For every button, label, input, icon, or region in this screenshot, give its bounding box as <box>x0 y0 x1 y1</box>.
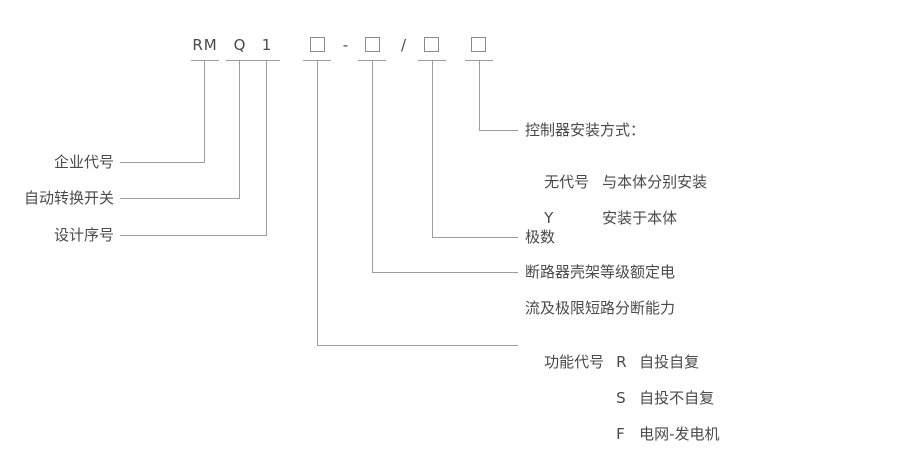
connector-horizontal-enterprise <box>120 162 205 163</box>
placeholder-box-breaker <box>365 37 380 52</box>
label-breaker-frame-line1: 断路器壳架等级额定电 <box>525 263 676 281</box>
underline-box-poles <box>418 60 446 61</box>
placeholder-box-controller <box>471 37 486 52</box>
controller-option-code-none: 无代号 <box>544 173 590 191</box>
label-poles: 极数 <box>525 228 556 246</box>
connector-vertical-function <box>317 61 318 345</box>
controller-option-desc-on-body: 安装于本体 <box>602 209 678 227</box>
connector-horizontal-ats <box>120 198 240 199</box>
function-code-r: R <box>616 353 627 371</box>
code-dash-separator: - <box>342 36 350 54</box>
underline-1 <box>253 60 280 61</box>
placeholder-box-poles <box>424 37 439 52</box>
connector-vertical-breaker <box>372 61 373 272</box>
connector-horizontal-controller <box>479 130 518 131</box>
connector-vertical-controller <box>479 61 480 130</box>
label-function-option-s: S 自投不自复 <box>597 373 714 407</box>
code-ats-q: Q <box>233 36 247 54</box>
connector-vertical-q <box>239 61 240 198</box>
label-breaker-frame-line2: 流及极限短路分断能力 <box>525 299 676 317</box>
connector-horizontal-poles <box>432 237 518 238</box>
code-slash-separator: / <box>400 36 408 54</box>
label-controller-option-no-code: 无代号与本体分别安装 <box>525 157 707 191</box>
controller-option-desc-separate: 与本体分别安装 <box>602 173 708 191</box>
function-code-f: F <box>616 425 625 443</box>
connector-horizontal-breaker <box>372 272 518 273</box>
function-desc-s: 自投不自复 <box>639 389 715 407</box>
function-code-s: S <box>616 389 626 407</box>
label-automatic-transfer-switch: 自动转换开关 <box>23 189 114 207</box>
connector-vertical-1 <box>266 61 267 235</box>
underline-rm <box>191 60 219 61</box>
code-design-1: 1 <box>261 36 273 54</box>
connector-vertical-rm <box>204 61 205 162</box>
underline-box-function <box>303 60 331 61</box>
label-function-code-row: 功能代号 R 自投自复 <box>525 337 699 371</box>
label-controller-mounting-title: 控制器安装方式： <box>525 121 646 139</box>
underline-box-controller <box>465 60 493 61</box>
underline-q <box>226 60 253 61</box>
connector-horizontal-function <box>317 345 518 346</box>
connector-horizontal-design <box>120 235 267 236</box>
label-enterprise-code: 企业代号 <box>53 153 114 171</box>
label-function-option-f: F 电网-发电机 <box>597 409 719 443</box>
code-enterprise-rm: RM <box>192 36 218 54</box>
label-design-serial: 设计序号 <box>53 226 114 244</box>
connector-vertical-poles <box>432 61 433 237</box>
placeholder-box-function <box>310 37 325 52</box>
label-controller-option-y: Y 安装于本体 <box>525 193 677 227</box>
function-desc-f: 电网-发电机 <box>639 425 720 443</box>
function-code-title: 功能代号 <box>544 353 605 371</box>
underline-box-breaker <box>358 60 386 61</box>
function-desc-r: 自投自复 <box>639 353 700 371</box>
controller-option-code-y: Y <box>544 209 554 227</box>
